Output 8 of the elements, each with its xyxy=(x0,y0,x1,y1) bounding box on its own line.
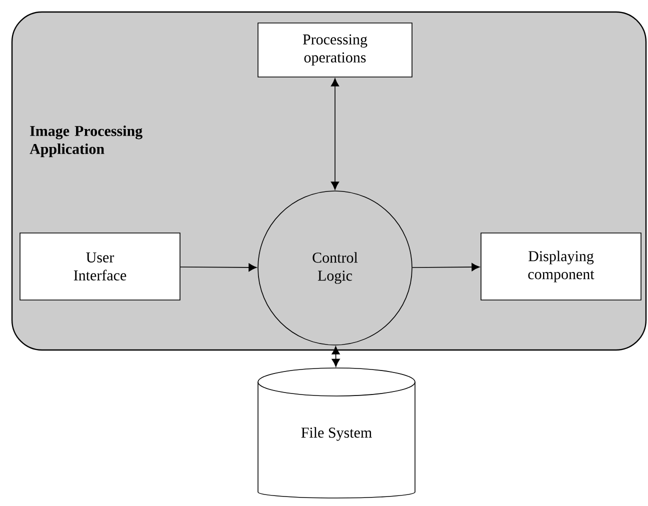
arrow xyxy=(332,346,340,367)
storage-cylinder: File System xyxy=(258,368,416,498)
arrow xyxy=(412,263,480,272)
component-box: Displaying component xyxy=(480,232,642,300)
component-box: User Interface xyxy=(20,232,180,300)
arrow xyxy=(180,263,257,272)
arrow xyxy=(330,78,340,190)
component-box: Processing operations xyxy=(258,22,412,78)
